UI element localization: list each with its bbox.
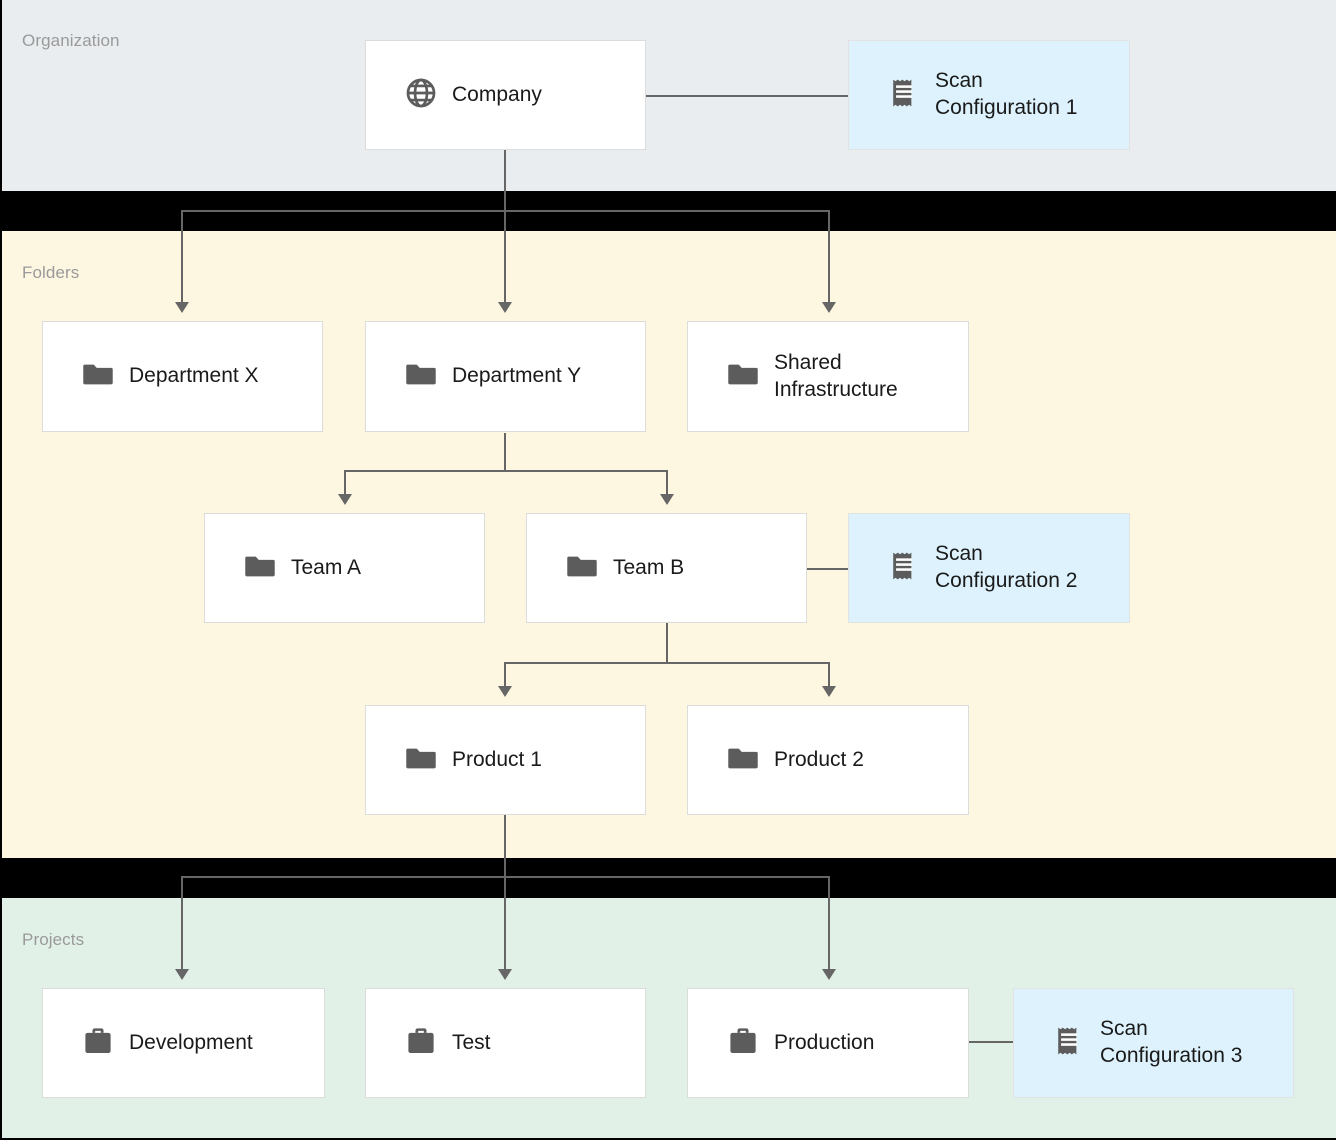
edge-team-b-bus [504,662,830,664]
node-product-2[interactable]: Product 2 [687,705,969,815]
edge-team-b-to-scan-config-2 [806,568,850,570]
node-scan-config-1[interactable]: Scan Configuration 1 [848,40,1130,150]
edge-department-y-to-team-a [344,470,346,496]
folder-icon [404,741,438,780]
briefcase-icon [404,1024,438,1063]
scan-config-icon [887,549,921,588]
node-test[interactable]: Test [365,988,646,1098]
edge-product-1-to-test [504,876,506,971]
node-team-b-label: Team B [613,555,685,579]
band-divider-2 [0,858,1336,898]
node-scan-config-2[interactable]: Scan Configuration 2 [848,513,1130,623]
edge-company-to-shared-infrastructure [828,210,830,304]
edge-company-to-department-y [504,210,506,304]
arrowhead-department-x [175,302,189,313]
arrowhead-product-2 [822,686,836,697]
node-company-label: Company [452,82,542,106]
folder-icon [243,549,277,588]
edge-production-to-scan-config-3 [967,1041,1014,1043]
node-department-y[interactable]: Department Y [365,321,646,432]
edge-team-b-to-product-2 [828,662,830,688]
node-department-y-label: Department Y [452,364,582,388]
node-product-2-label: Product 2 [774,747,864,771]
node-department-x-label: Department X [129,364,259,388]
node-development-label: Development [129,1030,253,1054]
node-team-a-label: Team A [291,555,362,579]
edge-product-1-stem [504,813,506,878]
canvas-bottom-edge [0,1138,1336,1140]
node-production[interactable]: Production [687,988,969,1098]
canvas-left-edge [0,0,2,1140]
arrowhead-test [498,969,512,980]
arrowhead-production [822,969,836,980]
band-label-projects: Projects [22,930,85,949]
edge-product-1-to-production [828,876,830,971]
folder-icon [565,549,599,588]
node-product-1[interactable]: Product 1 [365,705,646,815]
node-team-b[interactable]: Team B [526,513,807,623]
briefcase-icon [81,1024,115,1063]
folder-icon [404,357,438,396]
node-shared-infrastructure-label: Shared Infrastructure [774,350,898,401]
folder-icon [81,357,115,396]
scan-config-icon [1052,1024,1086,1063]
arrowhead-product-1 [498,686,512,697]
node-team-a[interactable]: Team A [204,513,485,623]
node-development[interactable]: Development [42,988,325,1098]
globe-icon [404,76,438,115]
folder-icon [726,357,760,396]
band-label-organization: Organization [22,31,120,50]
node-scan-config-2-label: Scan Configuration 2 [935,542,1078,592]
arrowhead-development [175,969,189,980]
band-label-folders: Folders [22,263,80,282]
edge-department-y-bus [344,470,668,472]
scan-config-icon [887,76,921,115]
folder-icon [726,741,760,780]
edge-department-y-stem [504,433,506,472]
node-product-1-label: Product 1 [452,747,542,771]
node-shared-infrastructure[interactable]: Shared Infrastructure [687,321,969,432]
edge-company-to-department-x [181,210,183,304]
node-test-label: Test [452,1030,491,1054]
node-department-x[interactable]: Department X [42,321,323,432]
node-company[interactable]: Company [365,40,646,150]
arrowhead-team-b [660,494,674,505]
edge-product-1-to-development [181,876,183,971]
edge-department-y-to-team-b [666,470,668,496]
arrowhead-department-y [498,302,512,313]
arrowhead-team-a [338,494,352,505]
node-production-label: Production [774,1030,875,1054]
node-scan-config-1-label: Scan Configuration 1 [935,69,1078,119]
edge-team-b-stem [666,621,668,664]
edge-company-stem [504,149,506,211]
briefcase-icon [726,1024,760,1063]
node-scan-config-3-label: Scan Configuration 3 [1100,1017,1243,1067]
edge-company-to-scan-config-1 [645,95,849,97]
arrowhead-shared-infrastructure [822,302,836,313]
node-scan-config-3[interactable]: Scan Configuration 3 [1013,988,1294,1098]
edge-team-b-to-product-1 [504,662,506,688]
